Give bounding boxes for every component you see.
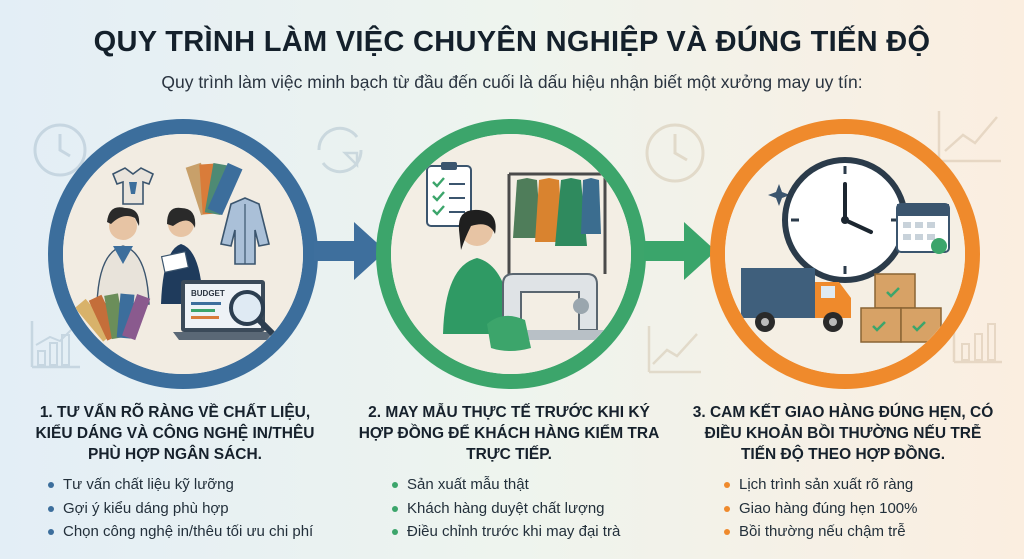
list-item: Chọn công nghệ in/thêu tối ưu chi phí <box>48 520 313 544</box>
fabric-piece-icon <box>487 315 531 351</box>
list-item: Gợi ý kiểu dáng phù hợp <box>48 497 313 521</box>
checklist-icon <box>426 162 472 227</box>
jacket-icon <box>220 197 270 265</box>
list-item: Giao hàng đúng hẹn 100% <box>724 497 917 521</box>
sparkle-icon <box>768 184 790 206</box>
list-item: Khách hàng duyệt chất lượng <box>392 497 620 521</box>
background-clock-icon <box>645 123 705 183</box>
step1-illustration: BUDGET <box>48 119 318 389</box>
color-swatch-icon <box>185 162 243 216</box>
step3-illustration <box>710 119 980 389</box>
step2-bullet-list: Sản xuất mẫu thật Khách hàng duyệt chất … <box>392 473 620 544</box>
background-chart-icon <box>647 326 701 374</box>
clock-icon <box>782 157 908 283</box>
arrow-step2-to-step3 <box>644 222 716 280</box>
step2-heading: 2. MAY MẪU THỰC TẾ TRƯỚC KHI KÝ HỢP ĐỒNG… <box>358 404 660 463</box>
list-item: Tư vấn chất liệu kỹ lưỡng <box>48 473 313 497</box>
step3-bullet-list: Lịch trình sản xuất rõ ràng Giao hàng đú… <box>724 473 917 544</box>
magnifier-icon <box>229 290 280 341</box>
list-item: Lịch trình sản xuất rõ ràng <box>724 473 917 497</box>
step3-heading: 3. CAM KẾT GIAO HÀNG ĐÚNG HẸN, CÓ ĐIỀU K… <box>692 404 994 463</box>
arrow-step1-to-step2 <box>314 222 386 280</box>
clothes-rack-icon <box>507 172 607 274</box>
step1-heading: 1. TƯ VẤN RÕ RÀNG VỀ CHẤT LIỆU, KIỂU DÁN… <box>35 404 315 463</box>
fabric-swatch-fan-icon <box>74 293 151 342</box>
shirt-icon <box>111 167 155 205</box>
list-item: Bồi thường nếu chậm trễ <box>724 520 917 544</box>
list-item: Điều chỉnh trước khi may đại trà <box>392 520 620 544</box>
background-refresh-icon <box>317 126 363 174</box>
step1-bullet-list: Tư vấn chất liệu kỹ lưỡng Gợi ý kiểu dán… <box>48 473 313 544</box>
calendar-icon <box>896 203 950 254</box>
delivery-truck-icon <box>741 268 851 332</box>
list-item: Sản xuất mẫu thật <box>392 473 620 497</box>
page-subtitle: Quy trình làm việc minh bạch từ đầu đến … <box>161 72 863 92</box>
step2-illustration <box>376 119 646 389</box>
seamstress-icon <box>443 209 513 334</box>
boxes-icon <box>860 273 942 343</box>
budget-label: BUDGET <box>191 289 225 298</box>
page-title: QUY TRÌNH LÀM VIỆC CHUYÊN NGHIỆP VÀ ĐÚNG… <box>93 26 931 58</box>
